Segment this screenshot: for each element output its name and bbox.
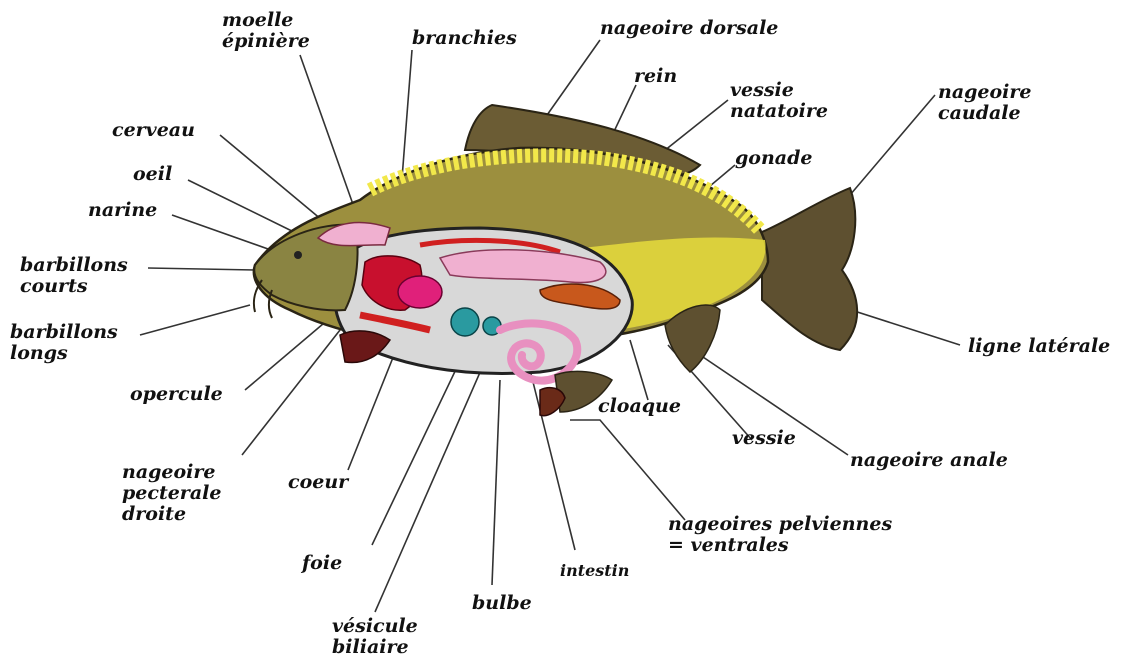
- label-gonade: gonade: [735, 148, 812, 169]
- heart-shape: [398, 276, 442, 308]
- label-rein: rein: [634, 66, 677, 87]
- pectoral-fin: [340, 331, 390, 363]
- label-branchies: branchies: [412, 28, 517, 49]
- label-bulbe: bulbe: [472, 593, 532, 614]
- eye-shape: [294, 251, 302, 259]
- label-ligne-laterale: ligne latérale: [968, 336, 1110, 357]
- label-intestin: intestin: [560, 560, 629, 581]
- label-nageoire-dorsale: nageoire dorsale: [600, 18, 778, 39]
- label-cerveau: cerveau: [112, 120, 195, 141]
- label-foie: foie: [302, 553, 342, 574]
- gallbladder-shape: [451, 308, 479, 336]
- label-nageoire-anale: nageoire anale: [850, 450, 1008, 471]
- label-opercule: opercule: [130, 384, 223, 405]
- label-oeil: oeil: [133, 164, 172, 185]
- caudal-fin: [762, 188, 857, 350]
- label-nageoires-pelviennes: nageoires pelviennes= ventrales: [668, 514, 892, 556]
- label-vessie: vessie: [732, 428, 796, 449]
- label-coeur: coeur: [288, 472, 348, 493]
- label-narine: narine: [88, 200, 157, 221]
- label-cloaque: cloaque: [598, 396, 681, 417]
